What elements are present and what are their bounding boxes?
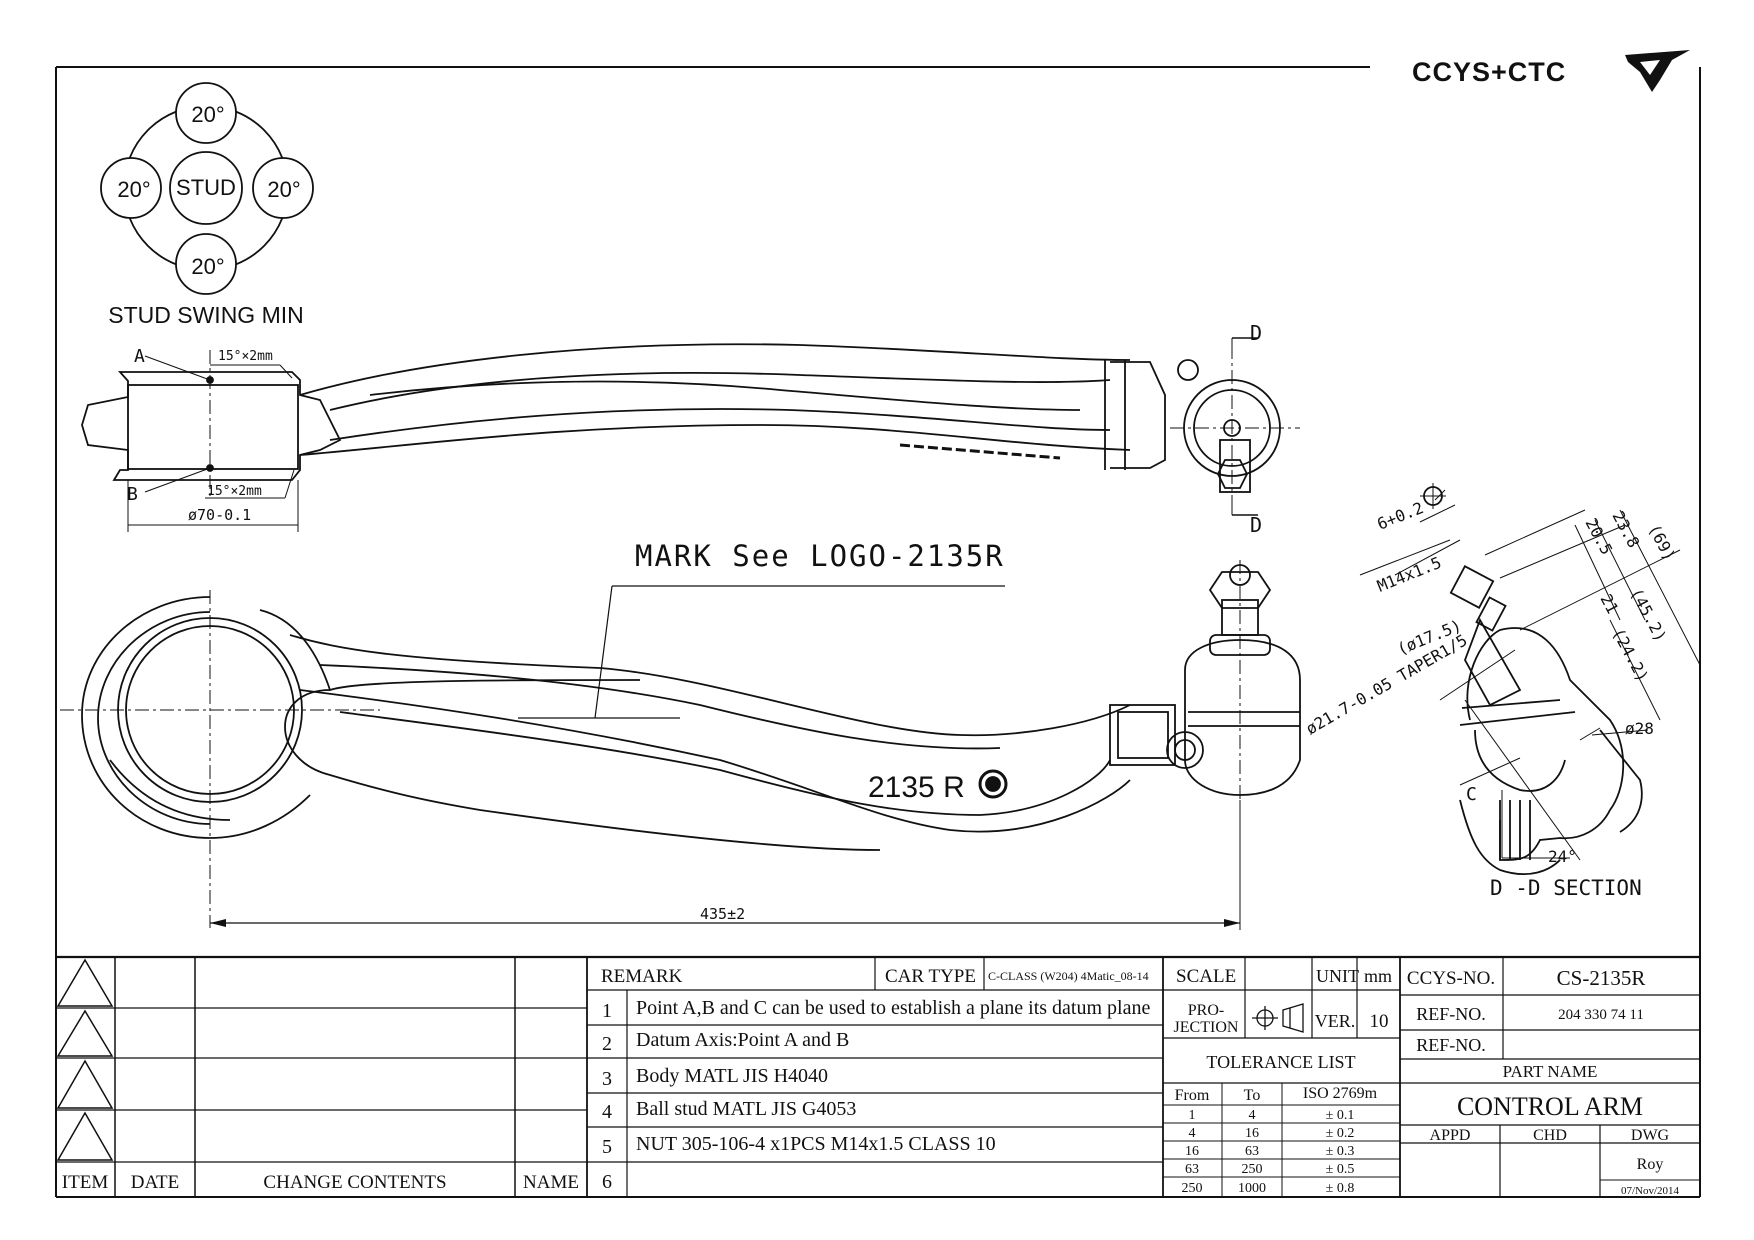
- tolerance-table: 1 4 ± 0.1 4 16 ± 0.2 16 63 ± 0.3 63 250 …: [1182, 1108, 1355, 1196]
- remark-text: Datum Axis:Point A and B: [636, 1029, 849, 1051]
- tol-to: 63: [1245, 1144, 1259, 1159]
- taper-dim: ø21.7-0.05 TAPER1/5: [1303, 630, 1471, 738]
- tol-value: ± 0.2: [1326, 1126, 1355, 1141]
- dim-69: (69): [1644, 521, 1679, 564]
- section-mark-bottom: D: [1250, 513, 1262, 537]
- swing-angle-top: 20°: [191, 102, 224, 127]
- top-view: [81, 337, 1300, 532]
- bore-dim: ø70-0.1: [188, 506, 251, 524]
- tol-from-header: From: [1175, 1087, 1210, 1104]
- chamfer-top-dim: 15°×2mm: [218, 349, 273, 364]
- part-name-value: CONTROL ARM: [1457, 1092, 1643, 1121]
- rev-change-header: CHANGE CONTENTS: [263, 1172, 446, 1193]
- tol-to-header: To: [1244, 1087, 1261, 1104]
- tol-to: 250: [1242, 1162, 1263, 1177]
- ref-no-label: REF-NO.: [1416, 1004, 1486, 1024]
- tol-from: 16: [1185, 1144, 1199, 1159]
- car-type-value: C-CLASS (W204) 4Matic_08-14: [988, 969, 1149, 983]
- remark-num: 1: [602, 1000, 612, 1022]
- hex-dim: 6+0.2: [1374, 498, 1426, 534]
- tol-from: 250: [1182, 1181, 1203, 1196]
- swing-angle-left: 20°: [117, 177, 150, 202]
- section-title: D -D SECTION: [1490, 876, 1642, 900]
- mark-note: MARK See LOGO-2135R: [635, 539, 1005, 573]
- stud-swing-title: STUD SWING MIN: [108, 302, 304, 328]
- dwg-label: DWG: [1631, 1127, 1670, 1144]
- scale-label: SCALE: [1176, 966, 1236, 987]
- section-view: [1359, 483, 1701, 875]
- rev-name-header: NAME: [523, 1172, 579, 1193]
- tol-value: ± 0.8: [1326, 1181, 1355, 1196]
- tol-to: 1000: [1238, 1181, 1266, 1196]
- dia-28-dim: ø28: [1625, 719, 1654, 738]
- ccys-no-value: CS-2135R: [1557, 966, 1646, 990]
- remark-text: Body MATL JIS H4040: [636, 1065, 828, 1087]
- rev-item-header: ITEM: [62, 1172, 109, 1193]
- remark-num: 2: [602, 1033, 612, 1055]
- part-mark: 2135 R: [868, 771, 965, 804]
- drawing-border: [55, 66, 1701, 1198]
- stud-label: STUD: [176, 175, 236, 200]
- tol-from: 1: [1189, 1108, 1196, 1123]
- drawing-date: 07/Nov/2014: [1621, 1185, 1680, 1197]
- section-mark-top: D: [1250, 321, 1262, 345]
- angle-dim: 24°: [1548, 847, 1577, 866]
- point-c-label: C: [1466, 784, 1477, 805]
- swing-angle-bottom: 20°: [191, 254, 224, 279]
- remark-num: 5: [602, 1136, 612, 1158]
- remark-text: Ball stud MATL JIS G4053: [636, 1098, 856, 1120]
- part-name-label: PART NAME: [1503, 1062, 1598, 1081]
- chd-label: CHD: [1533, 1127, 1567, 1144]
- swing-angle-right: 20°: [267, 177, 300, 202]
- chamfer-bottom-dim: 15°×2mm: [207, 484, 262, 499]
- remark-list: 1 Point A,B and C can be used to establi…: [602, 997, 1150, 1193]
- stud-swing-diagram: [100, 82, 314, 295]
- remark-text: NUT 305-106-4 x1PCS M14x1.5 CLASS 10: [636, 1133, 996, 1155]
- point-a-label: A: [134, 346, 145, 367]
- remark-label: REMARK: [601, 966, 683, 987]
- remark-num: 3: [602, 1068, 612, 1090]
- car-type-label: CAR TYPE: [885, 966, 976, 987]
- tol-value: ± 0.3: [1326, 1144, 1355, 1159]
- remark-text: Point A,B and C can be used to establish…: [636, 997, 1150, 1019]
- ref-no-label-2: REF-NO.: [1416, 1035, 1486, 1055]
- ver-value: 10: [1370, 1011, 1389, 1032]
- drawn-by: Roy: [1637, 1156, 1664, 1173]
- remark-num: 6: [602, 1171, 612, 1193]
- ver-label: VER.: [1315, 1011, 1356, 1031]
- brand-emblem-icon: [1625, 50, 1690, 92]
- rev-date-header: DATE: [131, 1172, 180, 1193]
- tol-iso-header: ISO 2769m: [1303, 1085, 1378, 1102]
- point-b-label: B: [127, 484, 138, 505]
- ref-no-value: 204 330 74 11: [1558, 1007, 1644, 1023]
- projection-label-1: PRO-: [1188, 1002, 1224, 1019]
- projection-label-2: JECTION: [1174, 1019, 1239, 1036]
- thread-dim: M14x1.5: [1374, 553, 1444, 596]
- appd-label: APPD: [1430, 1127, 1471, 1144]
- tolerance-title: TOLERANCE LIST: [1206, 1052, 1355, 1072]
- projection-symbol-icon: [1252, 1003, 1304, 1033]
- remark-num: 4: [602, 1101, 612, 1123]
- tol-from: 63: [1185, 1162, 1199, 1177]
- tol-value: ± 0.1: [1326, 1108, 1355, 1123]
- tol-value: ± 0.5: [1326, 1162, 1355, 1177]
- dim-24-2: (24.2): [1608, 625, 1652, 685]
- dim-21: 21: [1596, 591, 1622, 617]
- unit-value: mm: [1364, 966, 1392, 986]
- title-block-grid: [56, 955, 1700, 1197]
- length-dim: 435±2: [700, 905, 745, 923]
- ccys-no-label: CCYS-NO.: [1407, 968, 1495, 989]
- unit-label: UNIT: [1316, 966, 1359, 986]
- brand-logo-text: CCYS+CTC: [1412, 57, 1566, 87]
- main-view: [60, 560, 1301, 930]
- tol-to: 16: [1245, 1126, 1259, 1141]
- tol-from: 4: [1189, 1126, 1196, 1141]
- brand-logo: CCYS+CTC: [1412, 50, 1690, 92]
- tol-to: 4: [1249, 1108, 1256, 1123]
